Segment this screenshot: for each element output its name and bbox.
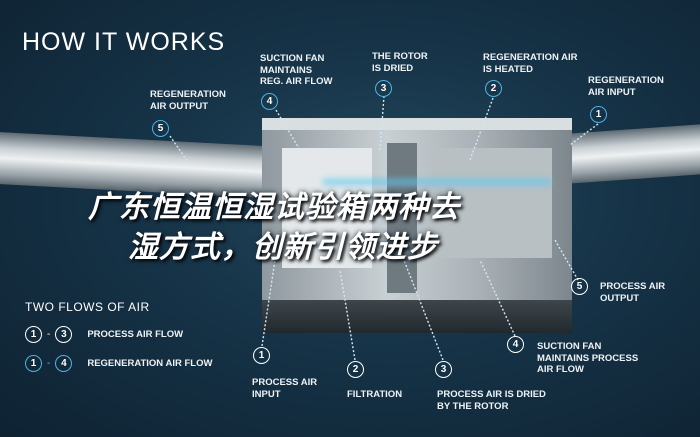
page-title: HOW IT WORKS [22, 28, 226, 56]
process-step-3-label: PROCESS AIR IS DRIED BY THE ROTOR [437, 389, 546, 412]
regen-step-4-badge: 4 [261, 93, 278, 110]
regen-step-2-badge: 2 [485, 80, 502, 97]
overlay-title-line-2: 湿方式，创新引领进步 [128, 230, 438, 265]
regen-step-5-label: REGENERATION AIR OUTPUT [150, 89, 226, 112]
overlay-title-line-1: 广东恒温恒湿试验箱两种去 [88, 190, 460, 225]
dehumidifier-unit [262, 118, 572, 333]
legend-dash: - [47, 358, 51, 369]
legend-heading: TWO FLOWS OF AIR [25, 300, 150, 314]
legend-badge-to: 4 [55, 355, 73, 372]
process-step-4-label: SUCTION FAN MAINTAINS PROCESS AIR FLOW [537, 341, 639, 375]
legend: TWO FLOWS OF AIR 1 - 3 PROCESS AIR FLOW … [25, 300, 212, 372]
legend-row-regeneration: 1 - 4 REGENERATION AIR FLOW [25, 355, 212, 372]
process-step-5-badge: 5 [571, 278, 588, 295]
regen-step-3-label: THE ROTOR IS DRIED [372, 51, 428, 74]
regen-step-1-label: REGENERATION AIR INPUT [588, 75, 664, 98]
regen-step-4-label: SUCTION FAN MAINTAINS REG. AIR FLOW [260, 53, 333, 87]
process-step-1-badge: 1 [253, 347, 270, 364]
process-step-5-label: PROCESS AIR OUTPUT [600, 281, 666, 304]
regen-step-3-badge: 3 [375, 80, 392, 97]
legend-label: REGENERATION AIR FLOW [87, 357, 213, 369]
process-step-4-badge: 4 [507, 336, 524, 353]
regen-step-1-badge: 1 [590, 106, 607, 123]
process-step-2-label: FILTRATION [347, 389, 403, 400]
legend-dash: - [47, 329, 51, 340]
legend-badge-from: 1 [25, 326, 42, 343]
legend-badge-to: 3 [55, 326, 73, 343]
legend-row-process: 1 - 3 PROCESS AIR FLOW [25, 326, 212, 343]
process-step-2-badge: 2 [347, 361, 364, 378]
process-step-3-badge: 3 [435, 361, 452, 378]
legend-label: PROCESS AIR FLOW [87, 328, 184, 340]
regen-step-5-badge: 5 [152, 120, 169, 137]
regen-step-2-label: REGENERATION AIR IS HEATED [483, 52, 578, 75]
process-step-1-label: PROCESS AIR INPUT [252, 377, 318, 400]
legend-badge-from: 1 [25, 355, 42, 372]
